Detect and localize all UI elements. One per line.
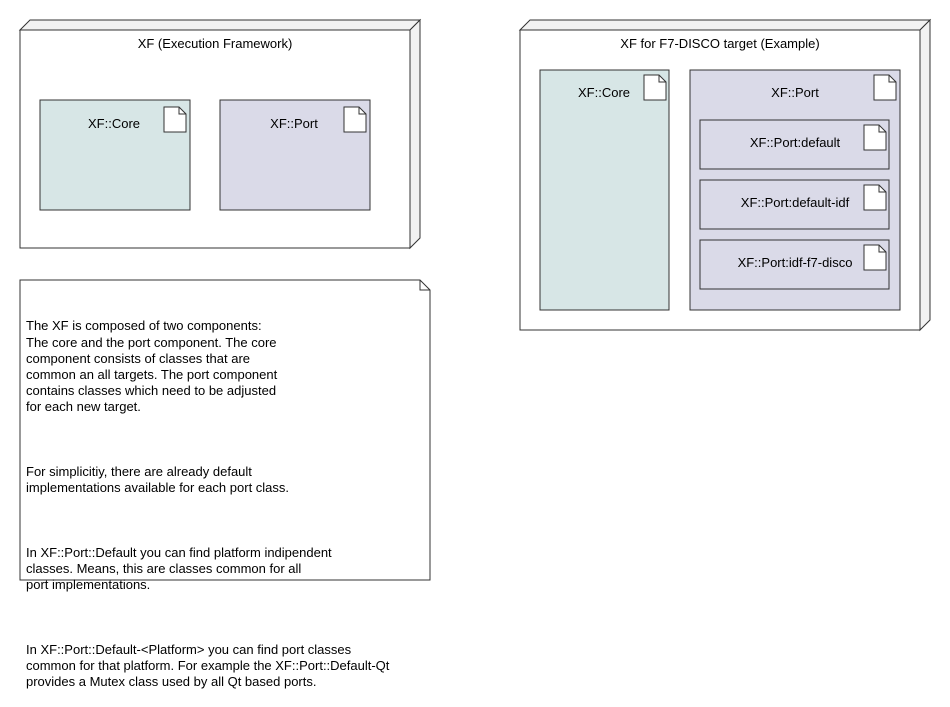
document-icon	[873, 74, 897, 101]
component-f7-xf-core[interactable]: XF::Core	[539, 69, 670, 311]
note-shape	[19, 279, 431, 581]
component-xf-port[interactable]: XF::Port	[219, 99, 371, 211]
component-label: XF::Port:idf-f7-disco	[738, 255, 853, 270]
component-port-idf-f7-disco[interactable]: XF::Port:idf-f7-disco	[699, 239, 890, 290]
uml-deployment-diagram: XF (Execution Framework) XF::Core XF::Po…	[18, 18, 932, 581]
note-paragraph: The XF is composed of two components: Th…	[26, 318, 278, 415]
document-icon	[163, 106, 187, 133]
node-side-face	[409, 18, 421, 250]
component-label: XF::Port:default	[750, 135, 841, 150]
component-label: XF::Core	[88, 116, 140, 131]
component-box	[539, 69, 670, 311]
document-icon	[343, 106, 367, 133]
document-icon	[863, 244, 887, 271]
document-icon	[863, 184, 887, 211]
component-label: XF::Core	[578, 85, 630, 100]
node-top-face	[18, 19, 422, 31]
document-icon	[643, 74, 667, 101]
node-side-face	[919, 18, 931, 332]
component-xf-core[interactable]: XF::Core	[39, 99, 191, 211]
component-box	[699, 179, 890, 230]
component-label: XF::Port	[270, 116, 318, 131]
document-icon	[863, 124, 887, 151]
note-paragraph: In XF::Port::Default you can find platfo…	[26, 544, 332, 593]
component-box	[699, 119, 890, 170]
component-port-default-idf[interactable]: XF::Port:default-idf	[699, 179, 890, 230]
component-label: XF::Port:default-idf	[741, 195, 850, 210]
node-top-face	[518, 19, 932, 31]
note-folded-corner	[419, 280, 430, 291]
uml-note[interactable]	[19, 279, 431, 581]
note-text: The XF is composed of two components: Th…	[26, 286, 426, 707]
node-title: XF for F7-DISCO target (Example)	[620, 36, 819, 51]
node-title: XF (Execution Framework)	[138, 36, 293, 51]
note-paragraph: In XF::Port::Default-<Platform> you can …	[26, 641, 390, 690]
component-port-default[interactable]: XF::Port:default	[699, 119, 890, 170]
component-box	[699, 239, 890, 290]
note-paragraph: For simplicitiy, there are already defau…	[26, 464, 290, 496]
component-label: XF::Port	[771, 85, 819, 100]
